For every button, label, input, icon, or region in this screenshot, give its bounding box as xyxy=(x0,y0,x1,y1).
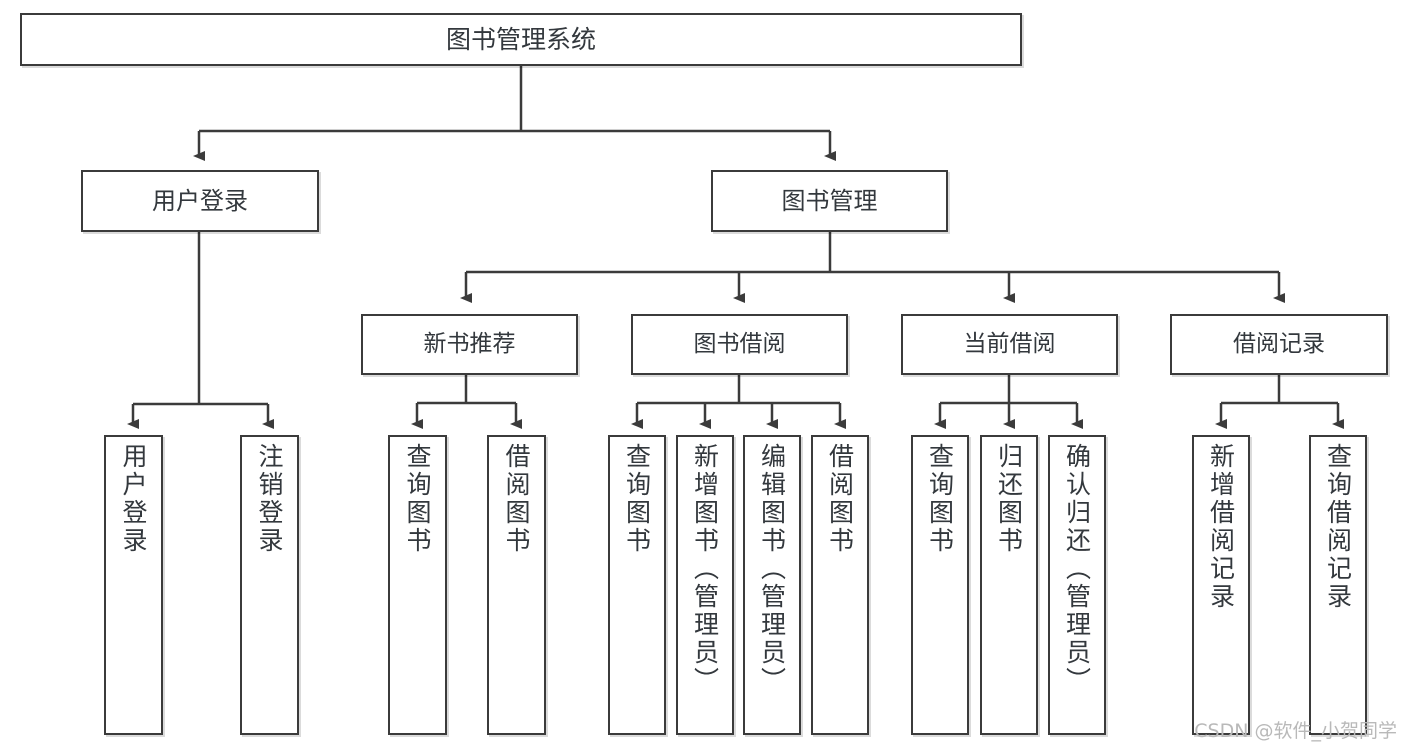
leaf-user-login-login[interactable]: 用户登录 xyxy=(104,435,163,735)
node-label: 借阅记录 xyxy=(1233,330,1325,357)
leaf-borrow-record-query-record[interactable]: 查询借阅记录 xyxy=(1309,435,1367,735)
node-label: 新增图书（管理员） xyxy=(690,443,720,695)
node-label: 确认归还（管理员） xyxy=(1062,443,1092,695)
node-label: 图书管理系统 xyxy=(445,24,596,54)
node-user-login[interactable]: 用户登录 xyxy=(81,170,319,232)
node-label: 新增借阅记录 xyxy=(1206,443,1236,611)
leaf-book-borrow-edit-book-admin[interactable]: 编辑图书（管理员） xyxy=(743,435,801,735)
node-label: 图书借阅 xyxy=(693,330,786,357)
node-book-borrow[interactable]: 图书借阅 xyxy=(631,314,848,375)
leaf-book-borrow-query-book[interactable]: 查询图书 xyxy=(608,435,666,735)
leaf-new-book-borrow-book[interactable]: 借阅图书 xyxy=(487,435,546,735)
node-label: 新书推荐 xyxy=(423,330,516,357)
watermark-text: CSDN @软件_小贺同学 xyxy=(1194,720,1397,742)
node-new-book-recommend[interactable]: 新书推荐 xyxy=(361,314,578,375)
leaf-book-borrow-borrow-book[interactable]: 借阅图书 xyxy=(811,435,869,735)
node-label: 编辑图书（管理员） xyxy=(757,443,787,695)
node-label: 查询图书 xyxy=(403,443,432,555)
leaf-new-book-query-book[interactable]: 查询图书 xyxy=(388,435,447,735)
leaf-borrow-record-add-record[interactable]: 新增借阅记录 xyxy=(1192,435,1250,735)
node-borrow-record[interactable]: 借阅记录 xyxy=(1170,314,1388,375)
leaf-current-borrow-query-book[interactable]: 查询图书 xyxy=(911,435,969,735)
node-label: 查询图书 xyxy=(622,443,652,555)
node-root-book-management-system[interactable]: 图书管理系统 xyxy=(20,13,1022,66)
leaf-current-borrow-return-book[interactable]: 归还图书 xyxy=(980,435,1038,735)
node-label: 查询图书 xyxy=(925,443,955,555)
node-label: 归还图书 xyxy=(994,443,1024,555)
node-label: 用户登录 xyxy=(152,186,248,215)
node-label: 当前借阅 xyxy=(963,330,1056,357)
node-label: 图书管理 xyxy=(781,186,878,215)
leaf-book-borrow-add-book-admin[interactable]: 新增图书（管理员） xyxy=(676,435,734,735)
node-book-management[interactable]: 图书管理 xyxy=(711,170,948,232)
node-label: 查询借阅记录 xyxy=(1323,443,1353,611)
leaf-user-login-logout[interactable]: 注销登录 xyxy=(240,435,299,735)
node-label: 借阅图书 xyxy=(502,443,531,555)
node-label: 注销登录 xyxy=(255,443,284,555)
node-label: 用户登录 xyxy=(119,443,148,555)
leaf-current-borrow-confirm-return-admin[interactable]: 确认归还（管理员） xyxy=(1048,435,1106,735)
node-current-borrow[interactable]: 当前借阅 xyxy=(901,314,1118,375)
node-label: 借阅图书 xyxy=(825,443,855,555)
